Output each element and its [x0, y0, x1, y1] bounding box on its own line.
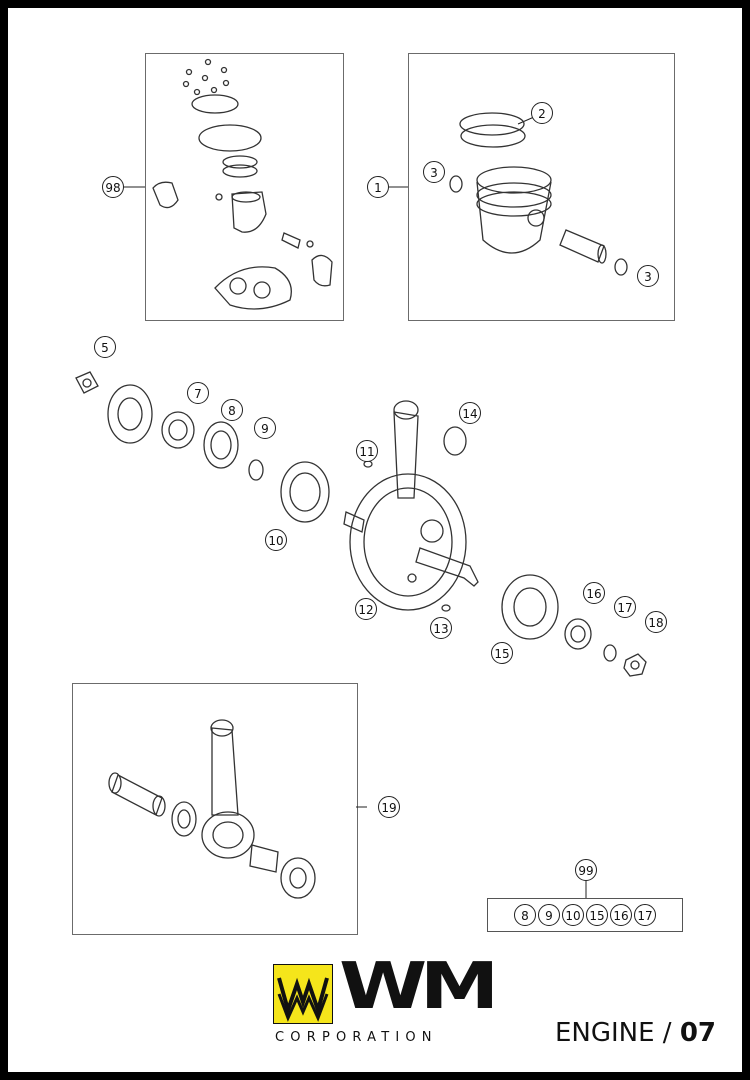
kit-99-item: 16: [610, 904, 632, 926]
conrod-kit-parts-drawing: [108, 719, 316, 899]
piston-parts-drawing: [449, 112, 628, 276]
kit-99-item: 9: [538, 904, 560, 926]
crankshaft-parts-drawing: [75, 371, 647, 677]
callout-9: 9: [254, 417, 276, 439]
callout-16: 16: [583, 582, 605, 604]
page-footer: ENGINE / 07: [555, 1018, 716, 1048]
kit-99-item: 17: [634, 904, 656, 926]
callout-13: 13: [430, 617, 452, 639]
conrod-kit-frame: [72, 683, 358, 935]
section-name: ENGINE: [554, 1018, 655, 1048]
callout-3-upper: 3: [423, 161, 445, 183]
gasket-kit-parts-drawing: [152, 58, 333, 310]
leader-lines: [124, 116, 587, 898]
logo-wordmark: WM: [339, 950, 499, 1024]
wm-logo-mark-icon: [272, 963, 334, 1025]
kit-99-contents-box: 8 9 10 15 16 17: [487, 898, 683, 932]
callout-12: 12: [355, 598, 377, 620]
callout-8: 8: [221, 399, 243, 421]
callout-99: 99: [575, 859, 597, 881]
callout-1: 1: [367, 176, 389, 198]
callout-98: 98: [102, 176, 124, 198]
footer-separator: /: [654, 1018, 680, 1048]
callout-17: 17: [614, 596, 636, 618]
gasket-kit-frame: [145, 53, 344, 321]
logo-subtitle: CORPORATION: [275, 1030, 438, 1045]
callout-3-lower: 3: [637, 265, 659, 287]
wm-corporation-logo: WM CORPORATION: [272, 950, 499, 1045]
kit-99-item: 15: [586, 904, 608, 926]
callout-2: 2: [531, 102, 553, 124]
callout-5: 5: [94, 336, 116, 358]
callout-11: 11: [356, 440, 378, 462]
kit-99-item: 8: [514, 904, 536, 926]
callout-15: 15: [491, 642, 513, 664]
callout-18: 18: [645, 611, 667, 633]
callout-7: 7: [187, 382, 209, 404]
callout-14: 14: [459, 402, 481, 424]
kit-99-item: 10: [562, 904, 584, 926]
page-number: 07: [679, 1018, 716, 1048]
callout-10: 10: [265, 529, 287, 551]
callout-19: 19: [378, 796, 400, 818]
